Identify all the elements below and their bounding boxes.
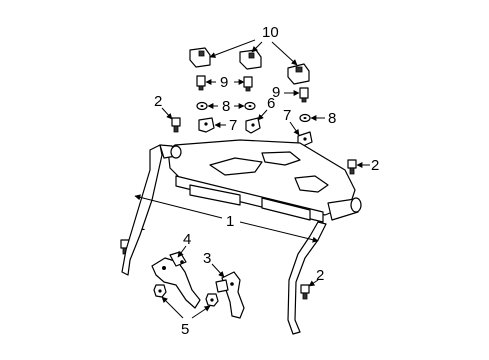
callout-8-left: 8 bbox=[222, 98, 230, 115]
callout-9-right: 9 bbox=[272, 84, 280, 101]
bumper-left bbox=[189, 47, 211, 68]
washer-right bbox=[299, 113, 311, 123]
stud-right bbox=[299, 87, 309, 103]
nut-left bbox=[153, 284, 167, 298]
callout-1: 1 bbox=[226, 213, 234, 230]
callout-6: 6 bbox=[267, 95, 275, 112]
callout-5: 5 bbox=[181, 321, 189, 338]
callout-8-right: 8 bbox=[328, 110, 336, 127]
hinge-bracket-right bbox=[215, 271, 245, 319]
stud-middle bbox=[243, 76, 253, 92]
hinge-bracket-left bbox=[151, 251, 201, 309]
bolt-right-lower bbox=[300, 284, 310, 300]
washer-left bbox=[196, 101, 208, 111]
stud-left bbox=[196, 75, 206, 91]
callout-2-right: 2 bbox=[371, 157, 379, 174]
bumper-middle bbox=[239, 49, 262, 70]
callout-2-top-left: 2 bbox=[154, 93, 162, 110]
callout-7-left: 7 bbox=[229, 117, 237, 134]
bracket-left bbox=[198, 117, 215, 133]
package-tray bbox=[121, 139, 362, 335]
nut-right bbox=[205, 293, 219, 307]
bumper-right bbox=[287, 63, 310, 85]
callout-9-left: 9 bbox=[220, 74, 228, 91]
bracket-right bbox=[297, 131, 313, 147]
bolt-right bbox=[347, 159, 357, 175]
callout-2-right-lower: 2 bbox=[316, 267, 324, 284]
callout-10: 10 bbox=[262, 24, 279, 41]
bracket-middle bbox=[245, 117, 261, 134]
callout-3: 3 bbox=[203, 250, 211, 267]
callout-4: 4 bbox=[183, 231, 191, 248]
callout-7-right: 7 bbox=[283, 107, 291, 124]
bolt-top-left bbox=[171, 117, 181, 133]
washer-middle bbox=[244, 101, 256, 111]
